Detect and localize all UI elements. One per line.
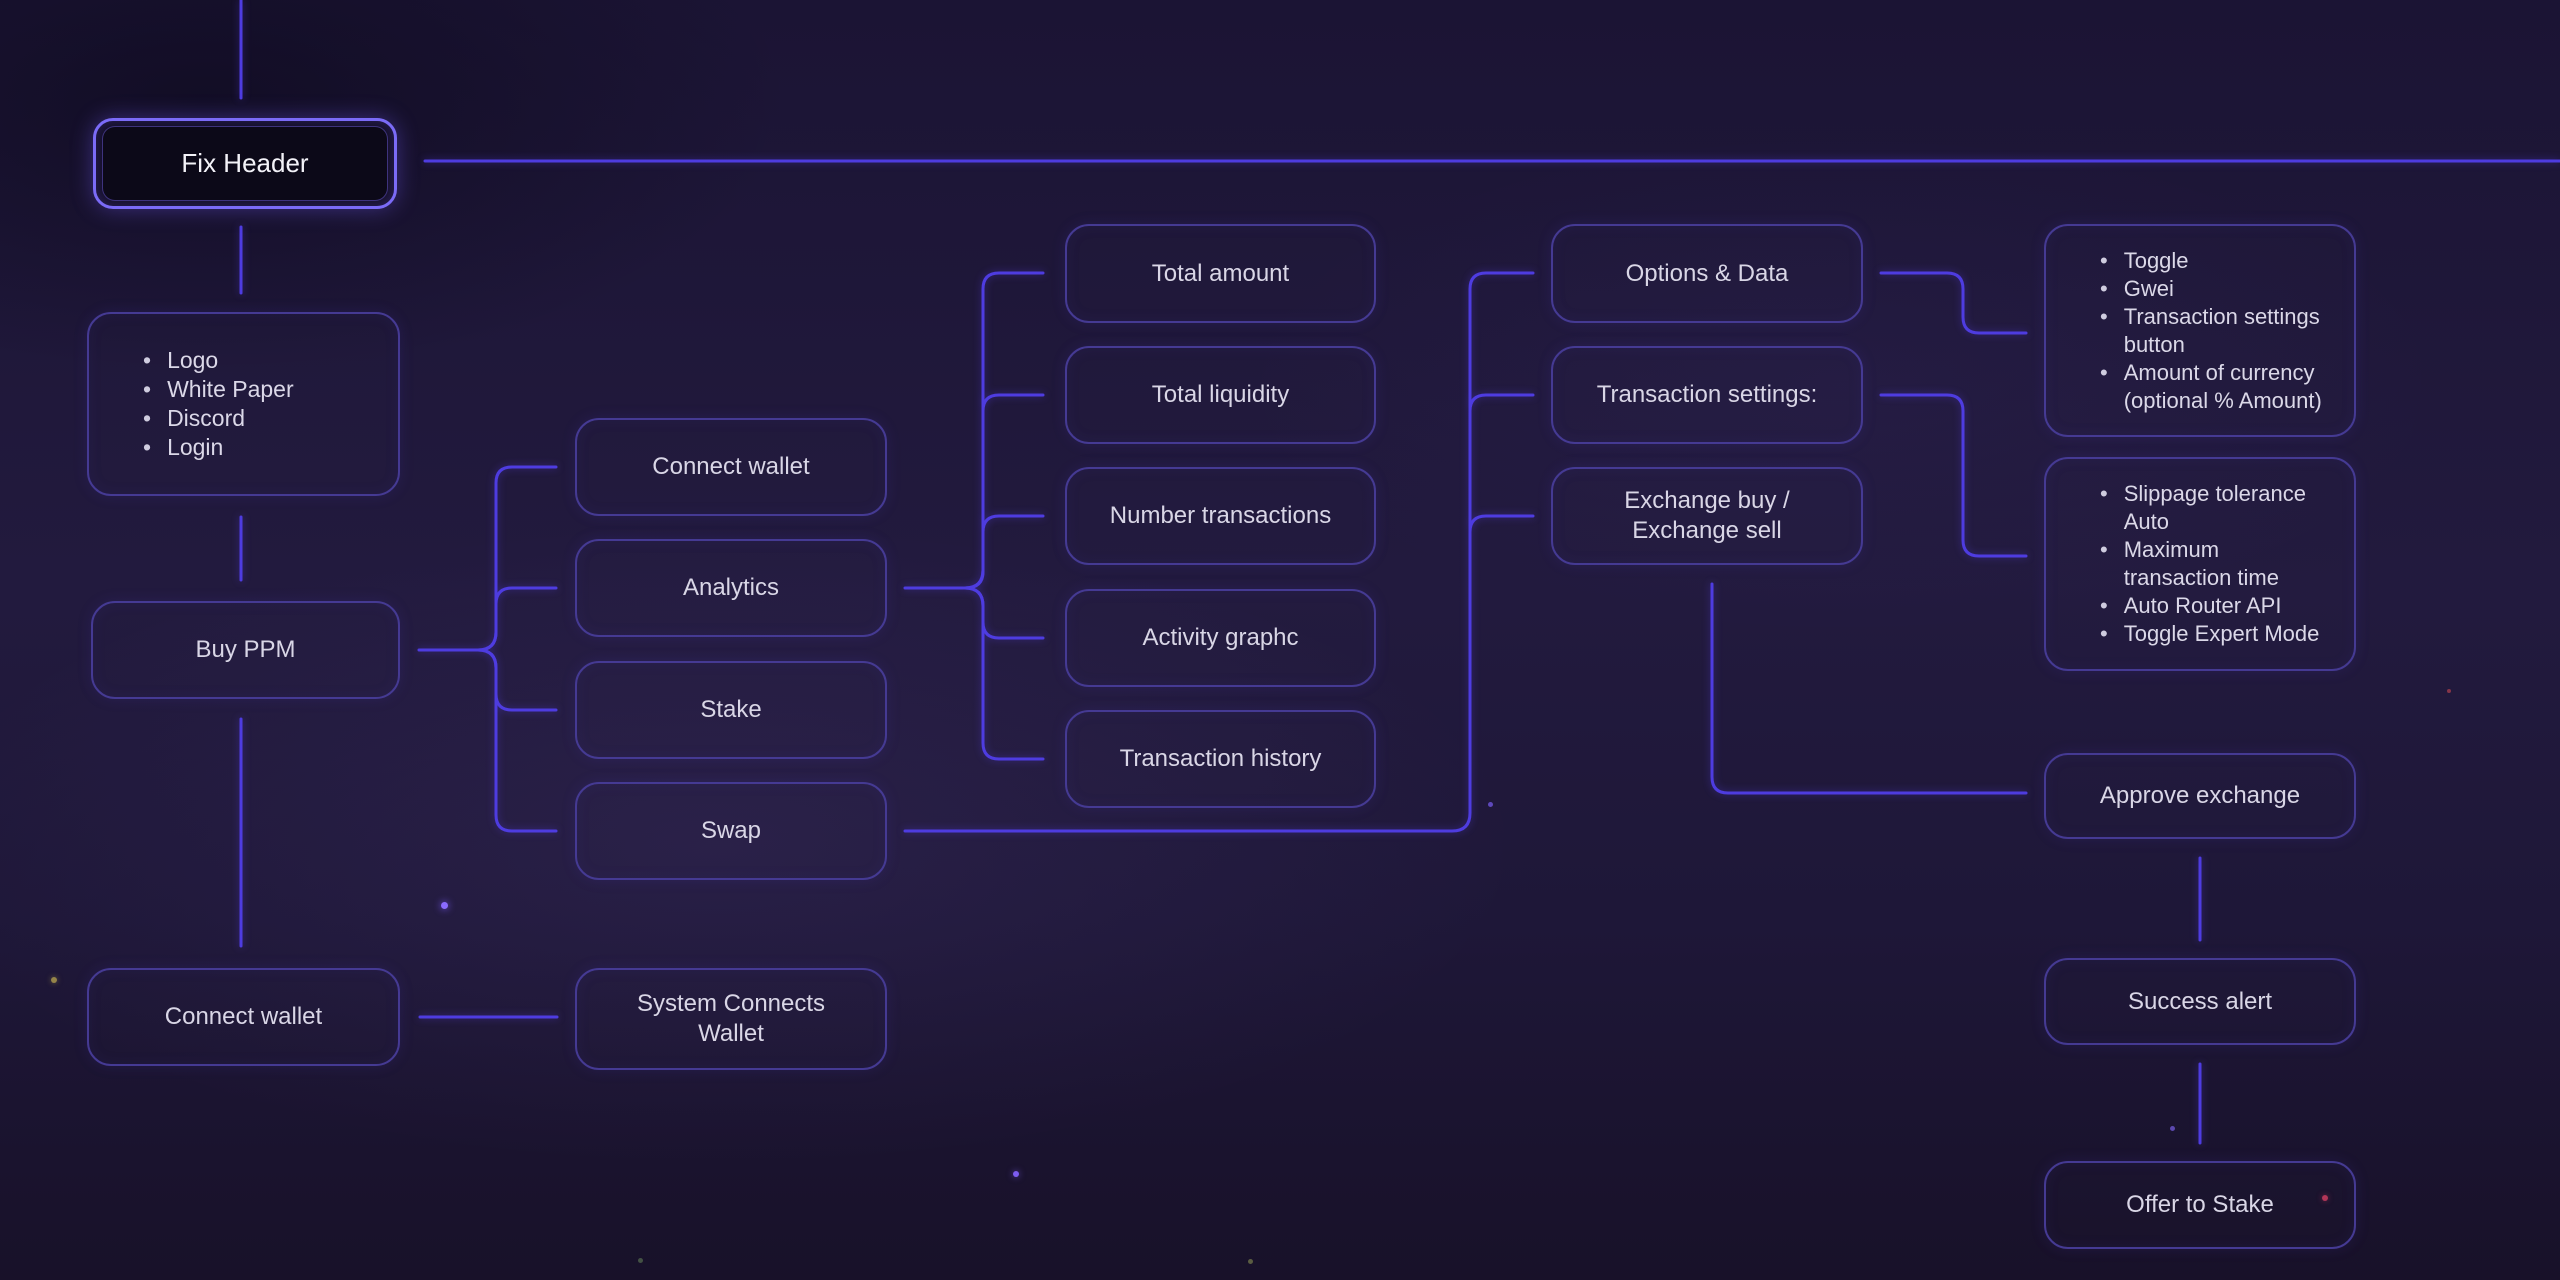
node-options-detail-list[interactable]: ToggleGweiTransaction settings buttonAmo… [2044, 224, 2356, 437]
fix-header-inner: Fix Header [102, 126, 388, 201]
list-item: Logo [143, 346, 374, 375]
wire-analytics-number-transactions [963, 514, 1045, 590]
node-label: Number transactions [1109, 502, 1332, 529]
node-connect-wallet-mid[interactable]: Connect wallet [575, 418, 887, 516]
wire-buyppm-connectwallet [417, 465, 558, 652]
node-label: Total liquidity [1151, 381, 1290, 408]
list-item: Auto Router API [2100, 592, 2330, 620]
sparkle-dot [1248, 1259, 1253, 1264]
sparkle-dot [2322, 1195, 2328, 1201]
node-success-alert[interactable]: Success alert [2044, 958, 2356, 1045]
sparkle-dot [638, 1258, 643, 1263]
wire-buyppm-swap [476, 648, 558, 833]
node-label: System Connects Wallet [636, 990, 826, 1047]
node-activity-graphc[interactable]: Activity graphc [1065, 589, 1376, 687]
node-label: Transaction settings: [1596, 381, 1818, 408]
node-label: Connect wallet [652, 453, 810, 480]
node-label: Analytics [682, 574, 780, 601]
header-menu-list: LogoWhite PaperDiscordLogin [89, 346, 398, 462]
settings-detail-list: Slippage tolerance AutoMaximum transacti… [2046, 480, 2354, 648]
node-label: Swap [700, 817, 762, 844]
wire-analytics-transaction-history [963, 586, 1045, 761]
node-options-data[interactable]: Options & Data [1551, 224, 1863, 323]
sparkle-dot [51, 977, 57, 983]
node-settings-detail-list[interactable]: Slippage tolerance AutoMaximum transacti… [2044, 457, 2356, 671]
list-item: Amount of currency (optional % Amount) [2100, 359, 2330, 415]
wire-buyppm-stake [476, 648, 558, 712]
node-approve-exchange[interactable]: Approve exchange [2044, 753, 2356, 839]
node-label: Buy PPM [195, 636, 296, 663]
node-stake[interactable]: Stake [575, 661, 887, 759]
node-label: Exchange buy / Exchange sell [1624, 487, 1790, 544]
node-label: Approve exchange [2099, 782, 2301, 809]
wire-exchange-to-approve [1710, 582, 2028, 795]
options-detail-list: ToggleGweiTransaction settings buttonAmo… [2046, 247, 2354, 415]
sparkle-dot [1013, 1171, 1019, 1177]
wire-analytics-total-amount [903, 271, 1045, 590]
sparkle-dot [2447, 689, 2451, 693]
node-exchange-buy-sell[interactable]: Exchange buy / Exchange sell [1551, 467, 1863, 565]
node-label: Activity graphc [1142, 624, 1299, 651]
node-analytics[interactable]: Analytics [575, 539, 887, 637]
node-system-connects-wallet[interactable]: System Connects Wallet [575, 968, 887, 1070]
node-label: Options & Data [1625, 259, 1789, 287]
node-label: Stake [700, 696, 762, 723]
list-item: White Paper [143, 375, 374, 404]
wire-buyppm-analytics [476, 586, 558, 652]
node-swap[interactable]: Swap [575, 782, 887, 880]
node-label: Connect wallet [164, 1003, 323, 1030]
node-transaction-settings[interactable]: Transaction settings: [1551, 346, 1863, 444]
list-item: Login [143, 433, 374, 462]
list-item: Maximum transaction time [2100, 536, 2330, 592]
node-transaction-history[interactable]: Transaction history [1065, 710, 1376, 808]
list-item: Gwei [2100, 275, 2330, 303]
node-label: Transaction history [1119, 745, 1322, 772]
wire-options-to-detail-list [1879, 271, 2028, 335]
node-header-menu[interactable]: LogoWhite PaperDiscordLogin [87, 312, 400, 496]
sparkle-dot [1488, 802, 1493, 807]
node-connect-wallet-left[interactable]: Connect wallet [87, 968, 400, 1066]
node-label: Success alert [2127, 987, 2273, 1015]
node-fix-header[interactable]: Fix Header [93, 118, 397, 209]
list-item: Slippage tolerance Auto [2100, 480, 2330, 536]
sparkle-dot [2170, 1126, 2175, 1131]
node-buy-ppm[interactable]: Buy PPM [91, 601, 400, 699]
node-number-transactions[interactable]: Number transactions [1065, 467, 1376, 565]
node-offer-to-stake[interactable]: Offer to Stake [2044, 1161, 2356, 1249]
node-label: Total amount [1151, 259, 1290, 287]
wire-trunk-exchange [1468, 514, 1535, 534]
wire-analytics-activity-graphc [963, 586, 1045, 640]
node-label: Fix Header [181, 148, 309, 179]
node-label: Offer to Stake [2126, 1191, 2274, 1218]
list-item: Discord [143, 404, 374, 433]
wire-swap-options-data [903, 271, 1535, 833]
wire-trunk-transaction-settings [1468, 393, 1535, 413]
wire-settings-to-detail-list [1879, 393, 2028, 558]
list-item: Toggle [2100, 247, 2330, 275]
list-item: Transaction settings button [2100, 303, 2330, 359]
wire-analytics-total-liquidity [963, 393, 1045, 590]
sparkle-dot [441, 902, 448, 909]
node-total-amount[interactable]: Total amount [1065, 224, 1376, 323]
list-item: Toggle Expert Mode [2100, 620, 2330, 648]
node-total-liquidity[interactable]: Total liquidity [1065, 346, 1376, 444]
